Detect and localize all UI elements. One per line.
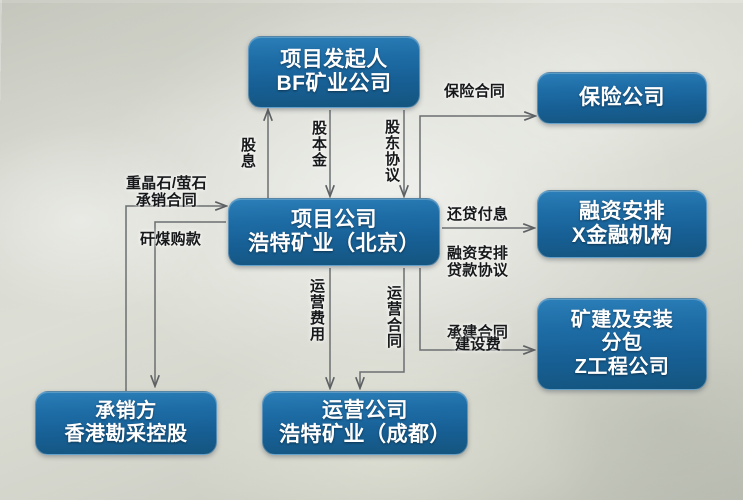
edge-offtake-contract [125, 206, 226, 392]
node-label-line: 项目发起人 [280, 47, 388, 71]
edge-label-line: 重晶石/萤石 [126, 175, 207, 192]
node-financing-institution[interactable]: 融资安排 X金融机构 [537, 190, 707, 258]
edge-coal-payment [155, 221, 226, 386]
edge-insurance-contract [419, 116, 535, 198]
edge-label-line: 贷款协议 [447, 261, 509, 279]
edge-label-coal-payment: 矸煤购款 [140, 231, 202, 248]
edge-build-contract [419, 268, 534, 350]
edge-label-build-contract: 承建合同 [447, 324, 509, 341]
edge-label-operating-contract: 运营合同 [385, 285, 402, 349]
node-label-line: 融资安排 [579, 199, 665, 223]
edge-label-insurance-contract: 保险合同 [444, 83, 506, 100]
node-label-line: X金融机构 [571, 224, 673, 247]
node-label-line: 项目公司 [291, 207, 377, 231]
edge-label-equity-capital: 股本金 [310, 120, 327, 168]
edge-label-operating-expense: 运营费用 [308, 278, 325, 342]
edge-operating-contract [360, 268, 405, 388]
edge-label-loan-agreement: 融资安排 贷款协议 [447, 245, 509, 280]
edge-label-line: 承销合同 [135, 191, 198, 209]
node-insurance-company[interactable]: 保险公司 [537, 72, 707, 124]
edge-label-build-fee: 建设费 [455, 336, 501, 353]
node-label-line: 浩特矿业（北京） [248, 232, 420, 255]
node-project-company[interactable]: 项目公司 浩特矿业（北京） [228, 198, 440, 266]
edge-label-offtake-contract: 重晶石/萤石 承销合同 [126, 175, 207, 210]
node-offtaker[interactable]: 承销方 香港勘采控股 [35, 391, 217, 455]
node-label-line: 香港勘采控股 [64, 423, 188, 445]
edge-label-dividend: 股息 [239, 137, 256, 169]
node-label-line: 矿建及安装 [570, 309, 674, 332]
node-label-line: 浩特矿业（成都） [279, 423, 451, 446]
edge-label-shareholder-agreement: 股东协议 [383, 119, 400, 183]
node-label-line: 保险公司 [579, 85, 665, 109]
node-label-line: 分包 [601, 332, 643, 355]
node-label-line: BF矿业公司 [276, 72, 392, 95]
node-project-sponsor[interactable]: 项目发起人 BF矿业公司 [248, 36, 420, 108]
node-label-line: Z工程公司 [574, 355, 670, 378]
node-label-line: 承销方 [95, 399, 157, 422]
node-engineering-contractor[interactable]: 矿建及安装 分包 Z工程公司 [537, 298, 707, 390]
node-operating-company[interactable]: 运营公司 浩特矿业（成都） [262, 391, 468, 455]
node-label-line: 运营公司 [322, 398, 408, 422]
edge-label-repay-interest: 还贷付息 [447, 206, 509, 223]
edge-label-line: 融资安排 [447, 245, 509, 262]
